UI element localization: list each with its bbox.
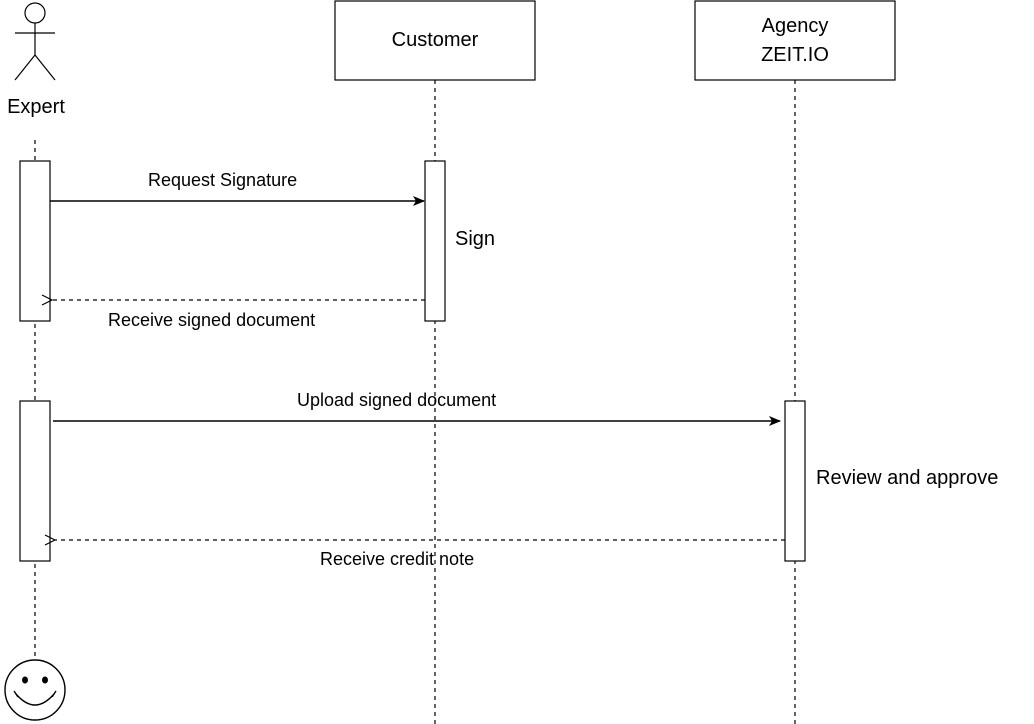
expert-activation-1 <box>19 160 51 322</box>
sign-activity-label: Sign <box>455 228 496 250</box>
receive-credit-note-label: Receive credit note <box>320 549 475 569</box>
customer-title: Customer <box>391 29 479 51</box>
upload-signed-document-label: Upload signed document <box>297 390 497 410</box>
agency-box <box>694 0 896 81</box>
agency-activation <box>784 400 806 562</box>
expert-label: Expert <box>7 96 65 118</box>
customer-box <box>334 0 536 81</box>
smiley-icon <box>4 659 66 721</box>
receive-signed-document-label: Receive signed document <box>108 310 316 330</box>
agency-title-line1: Agency <box>761 15 829 37</box>
expert-activation-2 <box>19 400 51 562</box>
request-signature-label: Request Signature <box>148 170 298 190</box>
review-and-approve-label: Review and approve <box>816 467 999 489</box>
agency-title-line2: ZEIT.IO <box>761 44 829 66</box>
expert-actor-icon <box>14 2 56 81</box>
customer-activation <box>424 160 446 322</box>
